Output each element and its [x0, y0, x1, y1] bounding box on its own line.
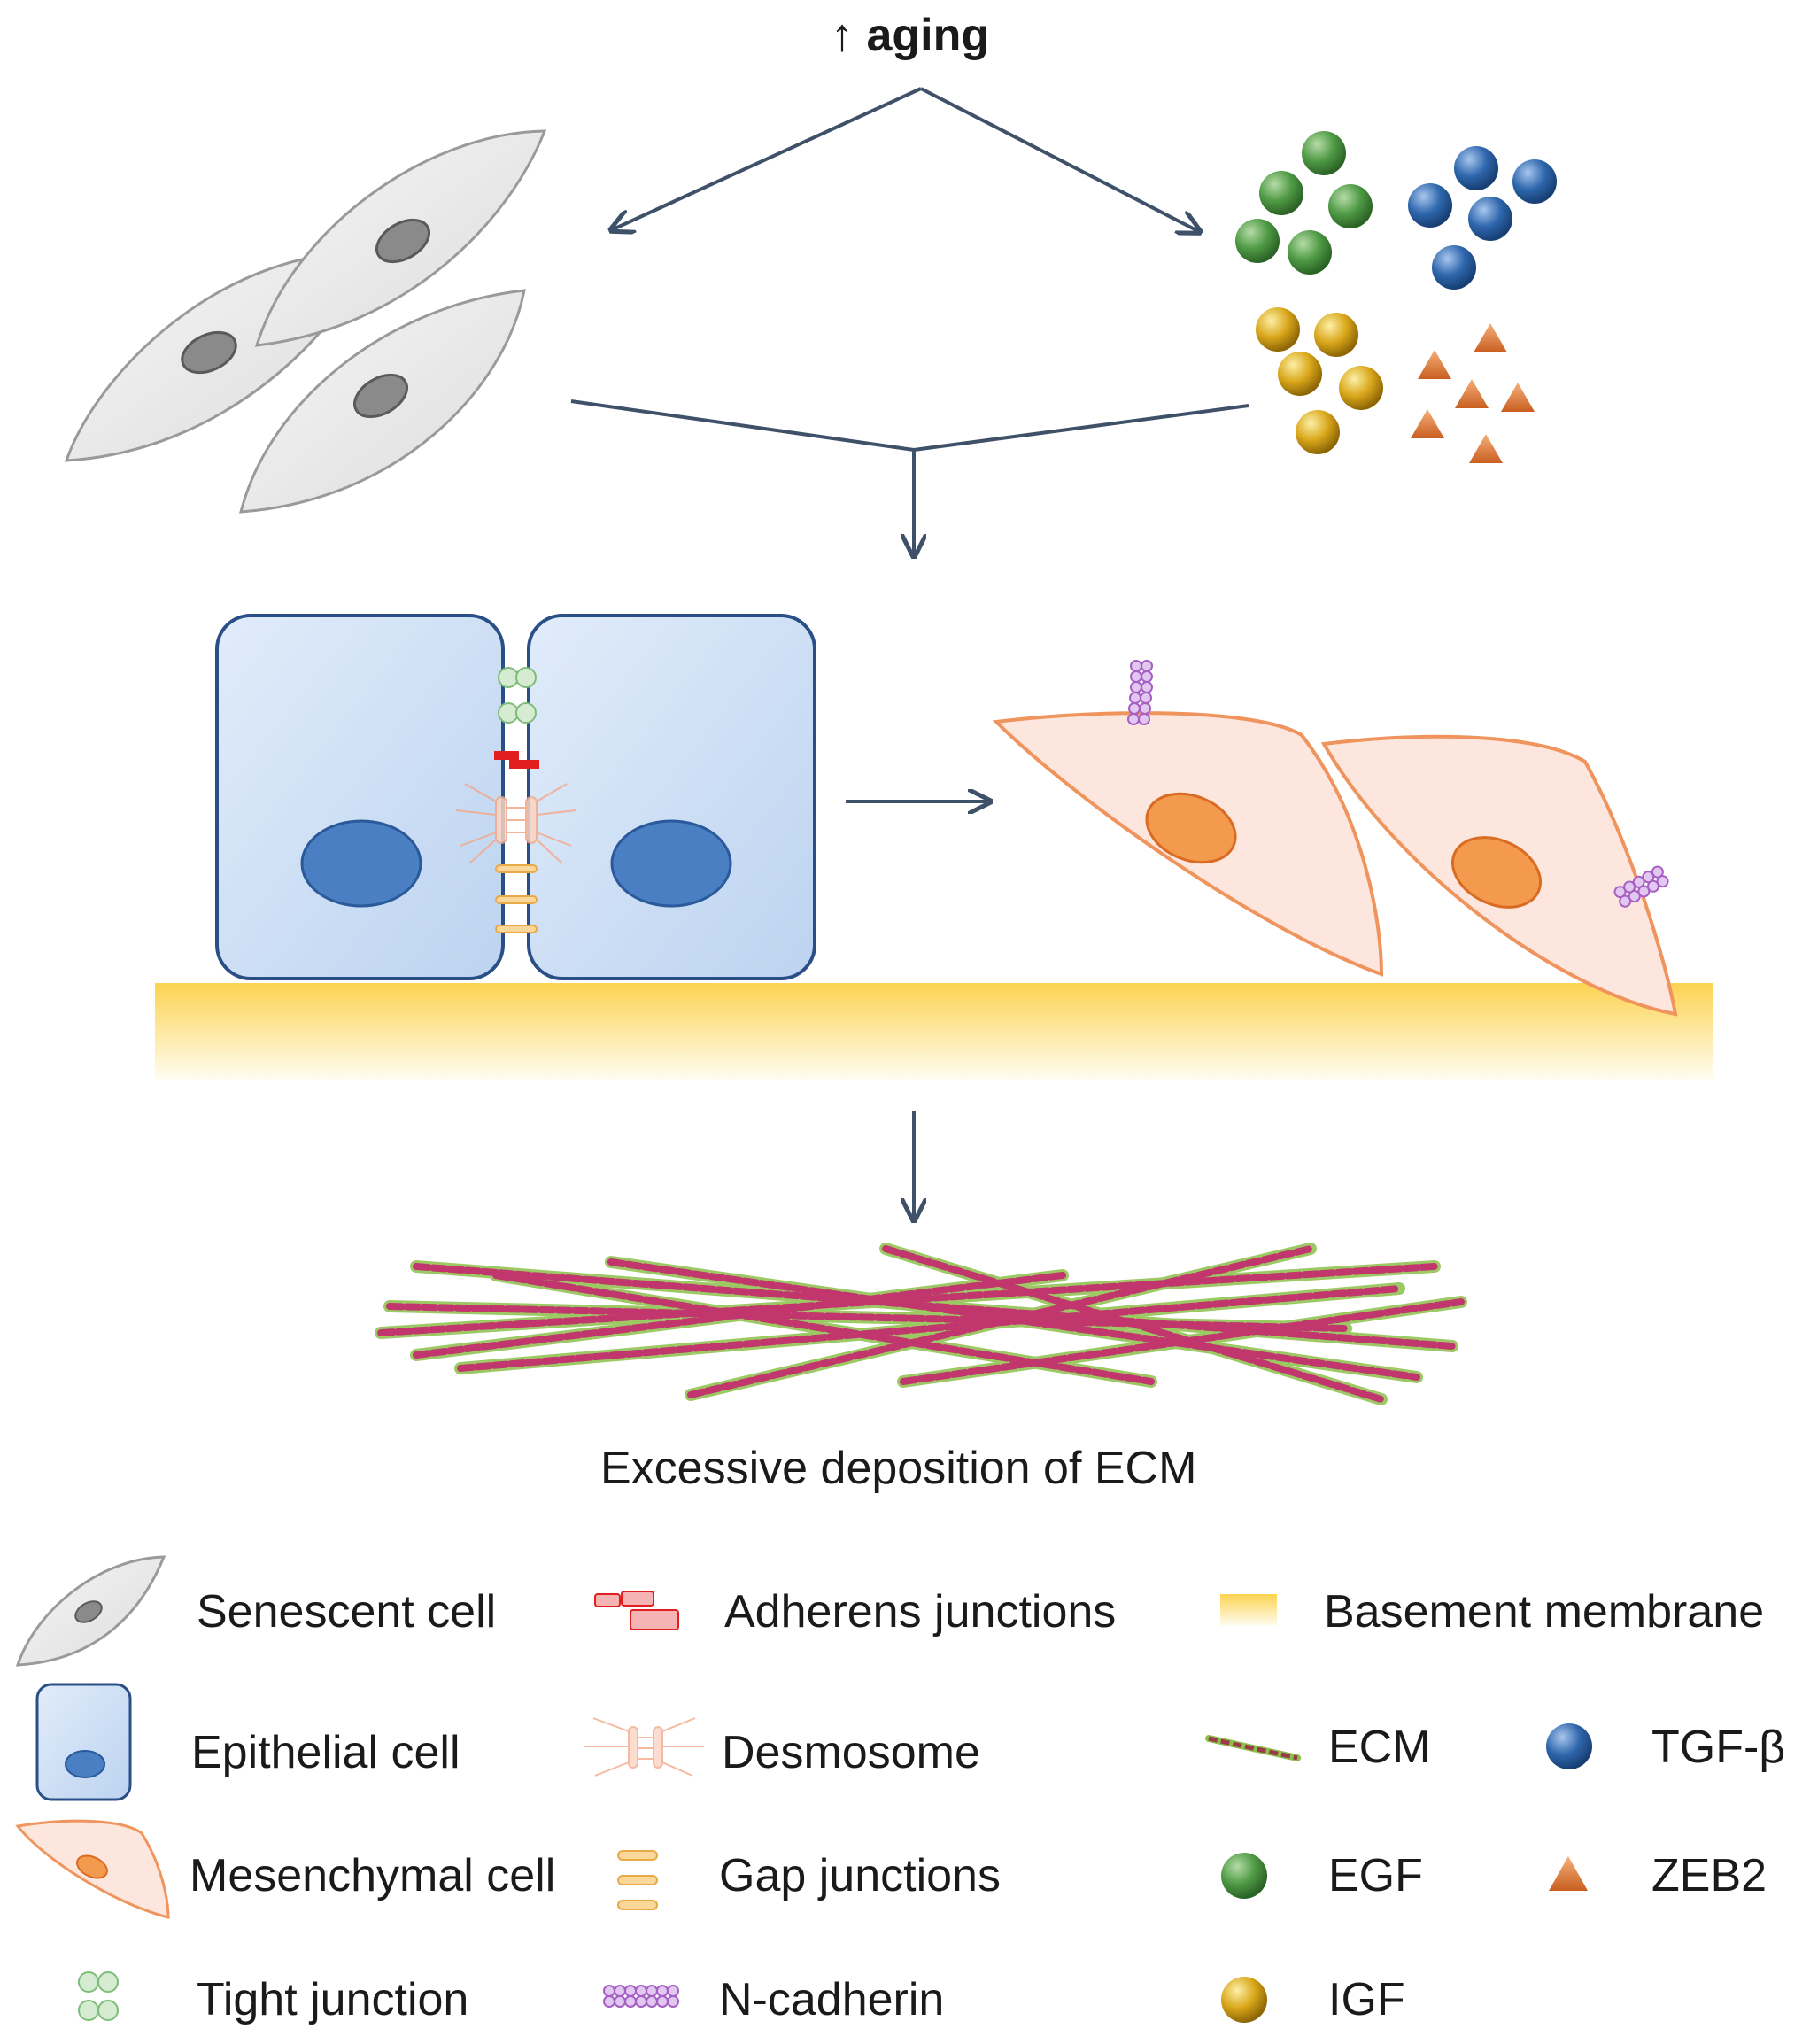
legend-egf-icon — [1221, 1853, 1267, 1899]
legend-epithelial-nucleus — [65, 1750, 105, 1778]
legend-desmosome-icon — [584, 1717, 704, 1777]
tgf-beta-cluster — [1408, 146, 1557, 290]
legend-gap-junctions-icon — [617, 1850, 658, 1910]
legend-tgf-beta-icon — [1546, 1723, 1592, 1769]
legend-label-desmosome: Desmosome — [722, 1727, 980, 1778]
legend-label-tgf-beta: TGF-β — [1651, 1722, 1786, 1773]
igf-particle — [1296, 410, 1340, 454]
legend-epithelial-cell-icon — [35, 1683, 132, 1801]
legend-label-zeb2: ZEB2 — [1651, 1850, 1767, 1901]
tgf-beta-particle — [1454, 146, 1498, 190]
ecm-caption: Excessive deposition of ECM — [600, 1443, 1197, 1494]
egf-particle — [1302, 131, 1346, 175]
n-cadherin-mark — [1127, 660, 1153, 725]
igf-particle — [1314, 313, 1358, 357]
legend-basement-membrane-icon — [1220, 1594, 1277, 1626]
legend-adherens-junctions-icon — [594, 1591, 679, 1630]
egf-particle — [1259, 171, 1303, 215]
zeb2-particle — [1418, 350, 1451, 379]
legend-mesenchymal-nucleus — [76, 1854, 108, 1879]
epithelial-nucleus — [300, 819, 422, 908]
igf-cluster — [1256, 307, 1383, 454]
legend-tight-junction-icon — [78, 1971, 119, 2021]
senescent-nucleus — [375, 218, 430, 264]
legend-label-adherens-junctions: Adherens junctions — [724, 1586, 1117, 1638]
desmosome-mark — [455, 783, 576, 864]
basement-membrane — [155, 983, 1713, 1080]
epithelial-cell — [215, 614, 505, 980]
legend-igf-icon — [1221, 1977, 1267, 2023]
adherens-junction-mark — [494, 751, 539, 769]
legend-ecm-icon — [1205, 1735, 1301, 1761]
convergence-lines — [570, 399, 1249, 453]
legend-zeb2-icon — [1549, 1856, 1588, 1891]
egf-particle — [1288, 230, 1332, 275]
legend — [15, 1555, 1592, 2023]
gap-junction-mark — [495, 864, 538, 933]
legend-label-egf: EGF — [1328, 1850, 1423, 1901]
tight-junction-mark — [498, 667, 537, 724]
tgf-beta-particle — [1512, 159, 1557, 204]
senescent-cell-cluster — [64, 129, 547, 514]
legend-label-ecm: ECM — [1328, 1722, 1431, 1773]
epithelial-nucleus — [610, 819, 732, 908]
epithelial-cell — [527, 614, 816, 980]
egf-cluster — [1235, 131, 1373, 275]
ecm-fibers — [375, 1243, 1467, 1405]
aging-label: ↑ aging — [831, 10, 990, 61]
legend-senescent-nucleus — [74, 1600, 103, 1623]
legend-label-igf: IGF — [1328, 1974, 1405, 2025]
igf-particle — [1256, 307, 1300, 352]
mesenchymal-nucleus — [1450, 836, 1543, 909]
zeb2-particle — [1474, 323, 1507, 352]
legend-label-basement-membrane: Basement membrane — [1324, 1586, 1765, 1638]
senescent-nucleus — [353, 373, 408, 419]
epithelial-cell-pair — [215, 614, 816, 980]
mesenchymal-nucleus — [1145, 792, 1237, 864]
tgf-beta-particle — [1408, 183, 1452, 228]
zeb2-particle — [1455, 379, 1489, 408]
aging-arrow-left — [611, 87, 922, 230]
zeb2-particle — [1411, 409, 1444, 438]
zeb2-cluster — [1411, 323, 1535, 463]
convergence-arrow — [570, 399, 1249, 556]
egf-particle — [1235, 219, 1280, 263]
igf-particle — [1278, 352, 1322, 396]
legend-label-senescent-cell: Senescent cell — [197, 1586, 497, 1638]
aging-arrow-right — [920, 87, 1200, 232]
egf-particle — [1328, 184, 1373, 228]
zeb2-particle — [1469, 434, 1503, 463]
legend-label-tight-junction: Tight junction — [197, 1974, 469, 2025]
zeb2-particle — [1501, 383, 1535, 412]
legend-n-cadherin-icon — [603, 1985, 679, 2008]
senescent-nucleus — [181, 330, 237, 375]
legend-label-gap-junctions: Gap junctions — [719, 1850, 1001, 1901]
mesenchymal-cell-pair — [992, 660, 1678, 1017]
igf-particle — [1339, 366, 1383, 410]
n-cadherin-mark — [1613, 865, 1669, 908]
aging-arrows — [611, 87, 1200, 232]
legend-label-epithelial-cell: Epithelial cell — [191, 1727, 460, 1778]
legend-label-n-cadherin: N-cadherin — [719, 1974, 945, 2025]
legend-label-mesenchymal-cell: Mesenchymal cell — [190, 1850, 556, 1901]
tgf-beta-particle — [1468, 197, 1512, 241]
tgf-beta-particle — [1432, 245, 1476, 290]
